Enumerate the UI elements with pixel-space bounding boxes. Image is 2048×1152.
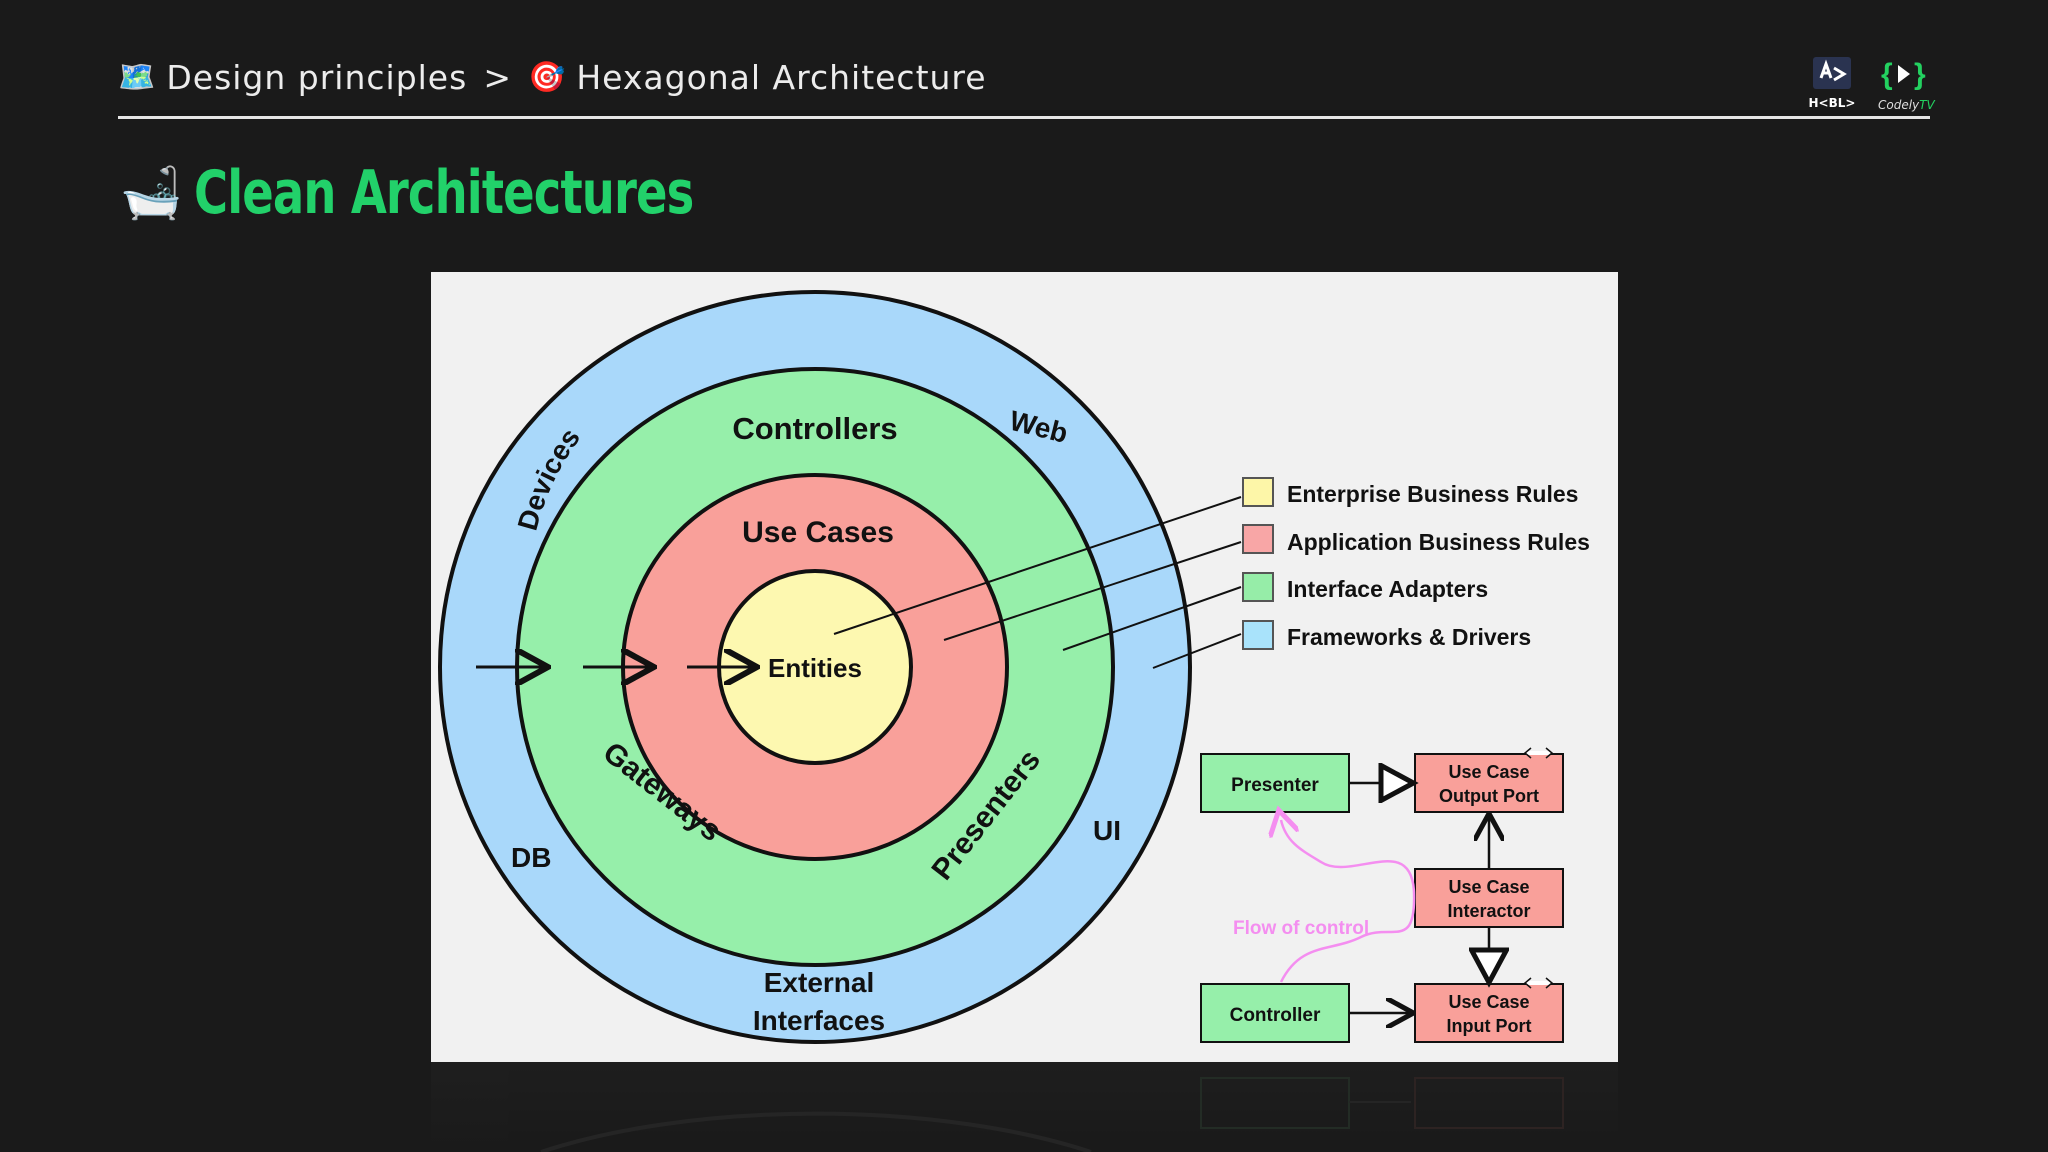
input-port-label-2: Input Port [1447,1016,1532,1036]
output-port-label-2: Output Port [1439,786,1539,806]
bathtub-icon: 🛁 [120,164,183,222]
legend-swatch-interface [1242,572,1274,602]
map-icon: 🗺️ [118,59,157,95]
svg-text:{: { [1881,58,1893,91]
breadcrumb: 🗺️ Design principles > 🎯 Hexagonal Archi… [118,58,987,97]
label-interfaces: Interfaces [753,1005,885,1036]
label-controllers: Controllers [732,411,897,446]
output-port-label-1: Use Case [1448,762,1529,782]
controller-label: Controller [1230,1005,1321,1026]
label-db: DB [511,842,551,873]
diagram-svg: Devices Web DB UI External Interfaces Co… [438,290,1590,1044]
interface-marker-input [1523,977,1554,989]
input-port-label-1: Use Case [1448,992,1529,1012]
codelytv-logo: { } CodelyTV [1878,56,1935,112]
breadcrumb-hexagonal-architecture[interactable]: Hexagonal Architecture [576,58,987,97]
leader-application [943,541,1242,641]
legend-swatch-application [1242,524,1274,554]
legend-label-frameworks: Frameworks & Drivers [1287,624,1531,650]
flow-diagram: Presenter Controller Use Case Output Por… [1200,747,1564,1043]
hablemos-logo-icon [1813,57,1851,89]
codelytv-caption-codely: Codely [1878,98,1920,112]
leader-interface [1062,586,1242,651]
legend-label-application: Application Business Rules [1287,529,1590,555]
reflection-svg [540,1077,1564,1152]
interface-marker-output [1523,747,1554,759]
codelytv-logo-caption: CodelyTV [1878,98,1935,112]
clean-architecture-diagram: Devices Web DB UI External Interfaces Co… [431,272,1618,1062]
interactor-label-1: Use Case [1448,877,1529,897]
hablemos-logo: H<BL> [1806,56,1858,110]
label-external: External [764,967,875,998]
presenter-box [1200,753,1350,813]
target-icon: 🎯 [527,59,567,95]
hablemos-logo-caption: H<BL> [1808,96,1856,110]
breadcrumb-separator: > [483,58,512,97]
legend-label-enterprise: Enterprise Business Rules [1287,481,1578,507]
slide-title-text: Clean Architectures [194,158,694,228]
legend: Enterprise Business Rules Application Bu… [1242,477,1590,650]
flow-of-control-curve [1281,820,1416,983]
legend-swatch-frameworks [1242,620,1274,650]
presenter-label: Presenter [1231,775,1319,796]
leader-enterprise [833,496,1242,635]
label-entities: Entities [768,653,862,683]
logos: H<BL> { } CodelyTV [1806,56,1935,112]
codelytv-caption-tv: TV [1919,98,1935,112]
legend-swatch-enterprise [1242,477,1274,507]
interactor-box [1414,868,1564,928]
slide-title: 🛁 Clean Architectures [120,158,775,228]
breadcrumb-design-principles[interactable]: Design principles [166,58,468,97]
header-divider [118,116,1930,119]
label-use-cases: Use Cases [742,516,894,549]
interactor-label-2: Interactor [1447,901,1530,921]
flow-of-control-label: Flow of control [1233,918,1369,939]
leader-frameworks [1152,633,1242,669]
svg-text:}: } [1914,58,1926,91]
legend-label-interface: Interface Adapters [1287,576,1488,602]
codelytv-play-icon: { } [1881,58,1926,91]
diagram-reflection [431,1062,1618,1152]
slide-header: 🗺️ Design principles > 🎯 Hexagonal Archi… [118,52,1930,116]
output-port-box [1414,753,1564,813]
label-ui: UI [1093,815,1121,846]
